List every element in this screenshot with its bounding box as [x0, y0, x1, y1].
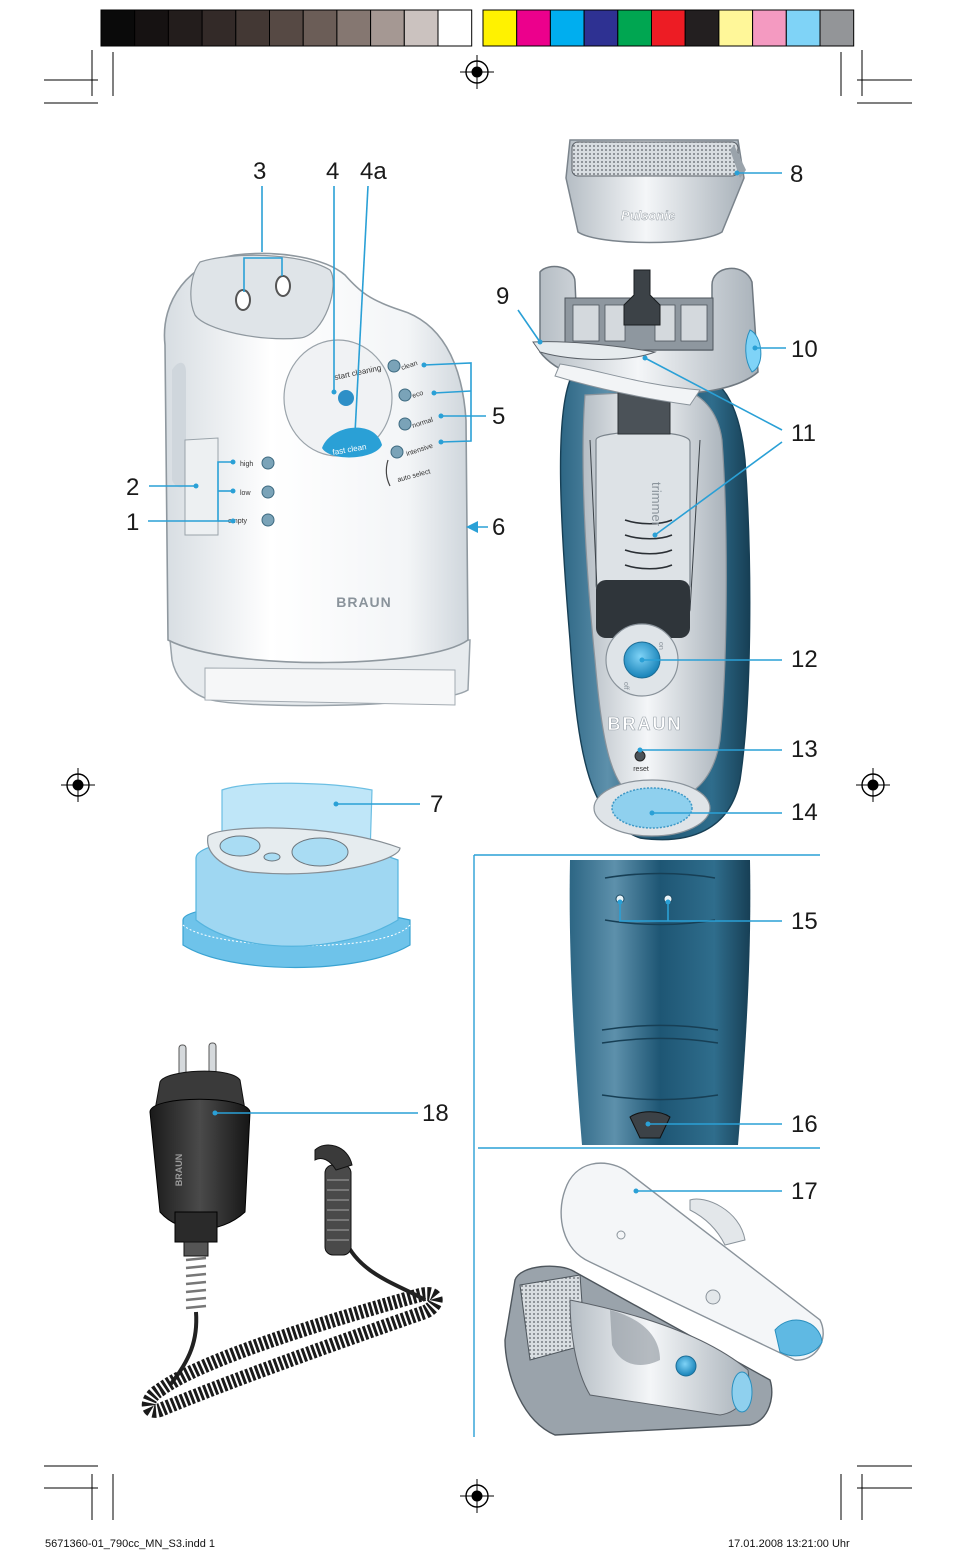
- callout-16: 16: [791, 1111, 818, 1138]
- callout-7: 7: [430, 791, 444, 818]
- footer-timestamp: 17.01.2008 13:21:00 Uhr: [728, 1538, 850, 1550]
- level-empty-label: empty: [228, 518, 248, 525]
- callout-1: 1: [126, 509, 140, 536]
- callout-18: 18: [422, 1100, 449, 1127]
- color-swatch: [403, 9, 439, 47]
- callout-2: 2: [126, 474, 140, 501]
- shaver-back: [569, 860, 751, 1145]
- color-swatch: [549, 9, 585, 47]
- color-swatch: [269, 9, 304, 47]
- switch-on-label: on: [657, 642, 664, 650]
- color-swatch: [752, 9, 787, 47]
- crop-marks: [44, 50, 912, 1520]
- color-swatch: [651, 9, 686, 47]
- callout-11: 11: [791, 420, 816, 447]
- color-swatch: [201, 9, 237, 47]
- process-color-bar: [482, 9, 855, 47]
- cleaning-station: [163, 252, 471, 707]
- color-swatch: [482, 9, 518, 47]
- program-clean-label: clean: [400, 360, 418, 372]
- callout-6: 6: [492, 514, 506, 541]
- shaver-brand-logo: BRAUN: [608, 714, 683, 734]
- charger-plug: [141, 1042, 443, 1418]
- arrow-6-head: [466, 521, 478, 533]
- callout-12: 12: [791, 646, 818, 673]
- callout-9: 9: [496, 283, 510, 310]
- color-swatch: [583, 9, 619, 47]
- callout-4a: 4a: [360, 158, 387, 185]
- shaver-foil-cassette: [565, 139, 746, 244]
- callout-8: 8: [790, 161, 804, 188]
- color-swatch: [718, 9, 754, 47]
- plug-brand-logo: BRAUN: [174, 1154, 184, 1187]
- switch-off-label: off: [622, 682, 629, 690]
- color-swatch: [100, 9, 136, 47]
- color-swatch: [134, 9, 169, 47]
- callout-14: 14: [791, 799, 818, 826]
- registration-mark-bottom: [460, 1479, 494, 1513]
- callout-5: 5: [492, 403, 506, 430]
- level-high-label: high: [240, 461, 253, 468]
- reset-label: reset: [633, 766, 649, 773]
- level-low-label: low: [240, 490, 251, 497]
- color-swatch: [370, 9, 405, 47]
- footer-file-info: 5671360-01_790cc_MN_S3.indd 1: [45, 1538, 216, 1550]
- program-eco-label: eco: [411, 390, 424, 400]
- color-swatch: [336, 9, 372, 47]
- registration-mark-top: [460, 55, 494, 89]
- callout-13: 13: [791, 736, 818, 763]
- registration-mark-left: [61, 768, 95, 802]
- trimmer-label: trimmer: [649, 482, 664, 527]
- shaver-leader-dots: [537, 339, 758, 816]
- color-swatch: [819, 9, 855, 47]
- travel-case: [504, 1162, 824, 1436]
- color-swatch: [684, 9, 720, 47]
- back-leader-lines: [619, 902, 782, 1125]
- callout-10: 10: [791, 336, 818, 363]
- callout-15: 15: [791, 908, 818, 935]
- callout-3: 3: [253, 158, 267, 185]
- color-swatch: [785, 9, 821, 47]
- shaver: [532, 265, 762, 841]
- shaver-leader-lines: [517, 309, 786, 814]
- registration-mark-right: [856, 768, 890, 802]
- callout-17: 17: [791, 1178, 818, 1205]
- color-swatch: [167, 9, 203, 47]
- callout-4: 4: [326, 158, 340, 185]
- cassette-brand-label: Pulsonic: [621, 208, 676, 223]
- station-leader-lines: [148, 185, 488, 528]
- color-swatch: [437, 9, 473, 47]
- station-leader-dots: [193, 362, 444, 524]
- color-swatch: [235, 9, 271, 47]
- grey-scale-bar: [100, 9, 473, 47]
- cleaning-cartridge: [182, 782, 411, 969]
- color-swatch: [516, 9, 551, 47]
- station-brand-logo: BRAUN: [336, 594, 392, 610]
- color-swatch: [617, 9, 652, 47]
- color-swatch: [302, 9, 338, 47]
- detail-frame: [473, 854, 820, 1437]
